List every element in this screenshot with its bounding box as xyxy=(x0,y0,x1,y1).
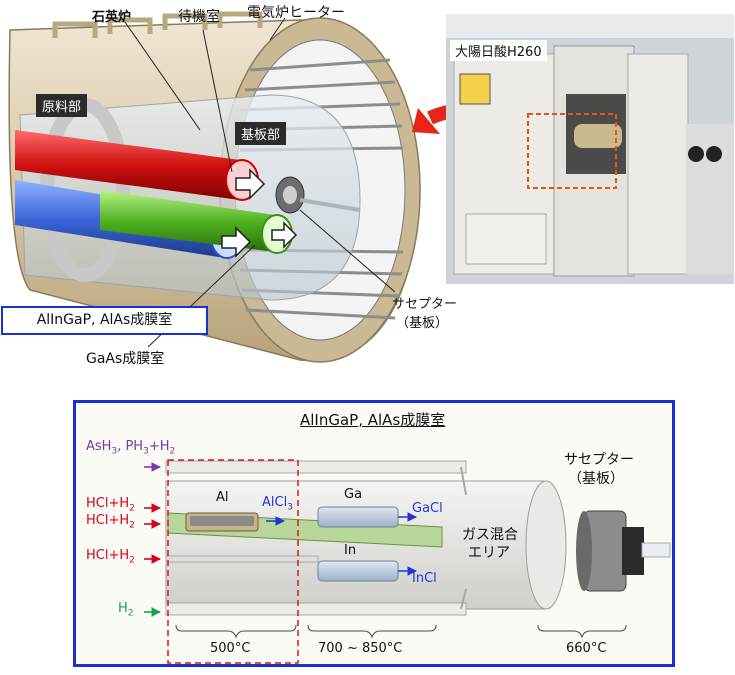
hydride-gas-label: AsH3, PH3+H2 xyxy=(86,439,175,457)
hydride-gas-b-sub: 3 xyxy=(143,446,149,457)
hcl-label-1-sub: 2 xyxy=(129,503,135,514)
hcl-label-3-text: HCl+H xyxy=(86,548,130,563)
equipment-photo: 大陽日酸H260 xyxy=(446,14,734,284)
hydride-gas-c-sub: 2 xyxy=(169,446,176,457)
hcl-label-1: HCl+H2 xyxy=(86,496,135,514)
substrate-section-label: 基板部 xyxy=(235,122,287,145)
hcl-label-1-text: HCl+H xyxy=(86,496,130,511)
susceptor-label-line2: （基板） xyxy=(396,316,449,331)
equipment-photo-caption: 大陽日酸H260 xyxy=(450,40,547,61)
panel-susceptor-line2: （基板） xyxy=(568,471,624,487)
temp-zone-2: 700 ~ 850°C xyxy=(318,641,403,656)
hcl-label-2-text: HCl+H xyxy=(86,513,130,528)
hydride-gas-a: AsH xyxy=(86,439,112,454)
hcl-label-3-sub: 2 xyxy=(129,555,135,566)
susceptor-label-line1: サセプター xyxy=(392,297,458,312)
mixing-area-line1: ガス混合 xyxy=(462,527,518,543)
reactor-cutaway-drawing xyxy=(8,11,496,363)
chamber-detail-panel: AlInGaP, AlAs成膜室 AsH3, PH3+H2 HCl+H2 HCl… xyxy=(73,400,675,667)
hcl-label-2-sub: 2 xyxy=(129,520,135,531)
ga-source-label: Ga xyxy=(344,487,363,502)
in-source-label: In xyxy=(344,543,357,558)
alcl3-label: AlCl3 xyxy=(262,495,293,513)
mixing-area-line2: エリア xyxy=(468,545,510,561)
alcl3-sub: 3 xyxy=(287,502,293,513)
hcl-label-3: HCl+H2 xyxy=(86,548,135,566)
h2-label-text: H xyxy=(118,601,128,616)
hydride-gas-c: +H xyxy=(148,439,170,454)
chamber-detail-drawing xyxy=(76,403,672,664)
incl-label: InCl xyxy=(412,571,437,586)
gacl-label: GaCl xyxy=(412,501,443,516)
temp-zone-1: 500°C xyxy=(210,641,251,656)
panel-title: AlInGaP, AlAs成膜室 xyxy=(300,411,446,429)
standby-chamber-label: 待機室 xyxy=(178,9,220,25)
al-source-label: Al xyxy=(216,490,229,505)
reactor-illustration: 石英炉 待機室 電気炉ヒーター 原料部 基板部 サセプター （基板） GaAs成… xyxy=(1,5,734,367)
h2-label-sub: 2 xyxy=(127,608,134,619)
alcl3-text: AlCl xyxy=(262,495,288,510)
electric-heater-label: 電気炉ヒーター xyxy=(247,5,345,21)
alingap-chamber-label: AlInGaP, AlAs成膜室 xyxy=(1,306,208,335)
source-section-label: 原料部 xyxy=(36,94,88,117)
quartz-furnace-label: 石英炉 xyxy=(92,10,132,25)
hydride-gas-a-sub: 3 xyxy=(111,446,118,457)
h2-label: H2 xyxy=(118,601,134,619)
panel-susceptor-line1: サセプター xyxy=(564,452,634,468)
temp-zone-3: 660°C xyxy=(566,641,607,656)
hcl-label-2: HCl+H2 xyxy=(86,513,135,531)
gaas-chamber-label: GaAs成膜室 xyxy=(86,351,165,367)
hydride-gas-b: , PH xyxy=(117,439,144,454)
